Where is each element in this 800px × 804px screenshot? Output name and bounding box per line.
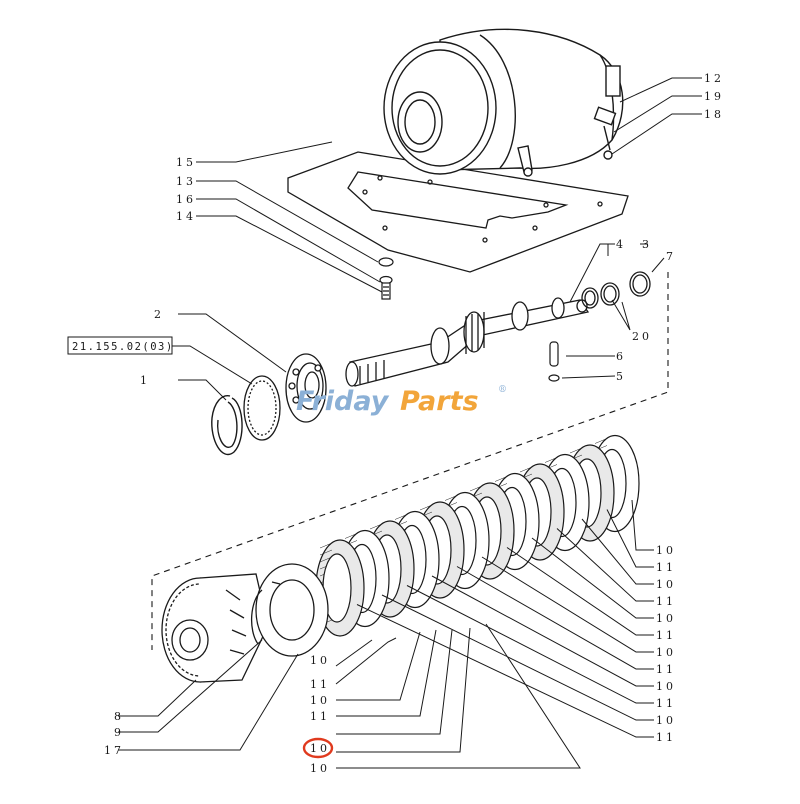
callout-label: 10	[310, 654, 330, 667]
snap-ring	[211, 395, 243, 456]
bearing	[285, 353, 327, 423]
clutch-gear	[161, 573, 269, 683]
callout-label: 9	[114, 726, 124, 739]
callout-label: 13	[176, 175, 196, 188]
callout-label: 3	[642, 238, 652, 251]
leader-line	[506, 547, 654, 636]
callout-label: 11	[656, 697, 676, 710]
leader-lines	[118, 77, 702, 769]
reference-label: 21.155.02(03)	[72, 341, 174, 353]
callout-label: 16	[176, 193, 196, 206]
pin-part	[548, 341, 560, 382]
callout-label: 10	[310, 762, 330, 775]
input-shaft	[345, 297, 590, 387]
leader-line	[381, 594, 654, 721]
callout-label: 11	[310, 710, 330, 723]
watermark-mark: ®	[498, 385, 507, 395]
callout-label: 8	[114, 710, 124, 723]
leader-line	[606, 509, 654, 568]
callout-label: 5	[616, 370, 626, 383]
leader-line	[481, 556, 654, 653]
leader-line	[431, 575, 654, 687]
callout-label: 14	[176, 210, 196, 223]
bolt-part	[378, 257, 394, 300]
callout-label: 11	[310, 678, 330, 691]
watermark-part1: Friday	[296, 386, 390, 417]
leader-line	[631, 499, 654, 551]
callout-label: 10	[656, 714, 676, 727]
callout-label: 11	[656, 663, 676, 676]
assembly-boundary	[151, 272, 669, 650]
callout-label: 10	[656, 612, 676, 625]
right-leader-lines	[356, 499, 654, 738]
callout-label: 7	[666, 250, 676, 263]
right-callouts: 10 11 10 11 10 11 10 11 10 11 10 11	[656, 544, 676, 744]
callout-label: 4	[616, 238, 626, 251]
callout-label: 11	[656, 561, 676, 574]
leader-line	[581, 518, 654, 585]
callout-label: 20	[632, 330, 652, 343]
callout-label: 11	[656, 595, 676, 608]
seal-rings	[581, 271, 651, 309]
callout-label: 10	[656, 680, 676, 693]
callouts: 15 13 16 14 12 19 18 4 3 7 20 6 5 2 1 8 …	[104, 72, 724, 775]
reference-box: 21.155.02(03)	[67, 336, 174, 355]
callout-label: 12	[704, 72, 724, 85]
clutch-pack	[315, 434, 640, 637]
callout-label: 11	[656, 731, 676, 744]
leader-line	[531, 537, 654, 619]
leader-line	[406, 585, 654, 704]
callout-label: 18	[704, 108, 724, 121]
callout-label: 1	[140, 374, 150, 387]
callout-label: 17	[104, 744, 124, 757]
callout-label: 2	[154, 308, 164, 321]
gear-ring	[243, 375, 281, 441]
callout-label: 10	[656, 544, 676, 557]
callout-label: 10	[656, 646, 676, 659]
callout-label: 10	[656, 578, 676, 591]
watermark-part2: Parts	[400, 386, 479, 417]
callout-label: 6	[616, 350, 626, 363]
leader-line	[356, 604, 654, 738]
leader-line	[456, 566, 654, 670]
callout-label: 11	[656, 629, 676, 642]
leader-line	[556, 528, 654, 602]
housing-plate	[287, 151, 629, 273]
watermark: Friday Parts ®	[296, 385, 507, 417]
callout-label: 19	[704, 90, 724, 103]
highlight-marker	[302, 737, 334, 759]
callout-label: 15	[176, 156, 196, 169]
callout-label: 10	[310, 742, 330, 755]
callout-label: 10	[310, 694, 330, 707]
torque-converter	[383, 28, 624, 177]
pressure-plate	[251, 563, 329, 657]
